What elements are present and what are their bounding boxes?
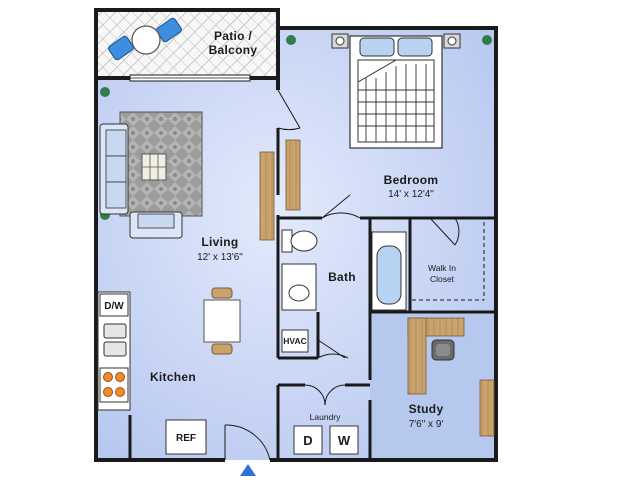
closet-label-line2: Closet — [430, 274, 455, 284]
study-label: Study — [409, 402, 444, 416]
patio-balcony: Patio / Balcony — [94, 8, 280, 80]
laundry-label: Laundry — [310, 412, 341, 422]
dishwasher-label: D/W — [104, 301, 124, 312]
dishwasher: D/W — [99, 293, 129, 317]
doors — [224, 89, 460, 461]
closet-shelving — [412, 222, 485, 301]
bedroom-label: Bedroom — [384, 173, 439, 187]
entry-arrow-icon[interactable] — [240, 464, 256, 476]
bed — [349, 35, 443, 149]
armchair — [129, 211, 183, 239]
refrigerator: REF — [165, 419, 207, 455]
sofa — [99, 123, 129, 215]
exterior-walls — [94, 8, 498, 462]
nightstands — [331, 33, 461, 49]
refrigerator-label: REF — [176, 433, 196, 444]
tv-console — [259, 151, 275, 241]
bedroom-dims: 14' x 12'4" — [388, 189, 434, 200]
closet-label-line1: Walk In — [428, 263, 456, 273]
stove-icon — [99, 367, 129, 403]
bath-label: Bath — [328, 270, 356, 284]
dryer: D — [293, 425, 323, 455]
office-chair-icon — [431, 339, 455, 361]
coffee-table — [141, 153, 167, 181]
interior-walls — [128, 128, 496, 460]
toilet-icon — [281, 229, 318, 253]
patio-sliding-door — [129, 74, 251, 82]
study-shelf — [479, 379, 495, 437]
vanity-sink-icon — [281, 263, 317, 311]
study-dims: 7'6" x 9' — [409, 419, 444, 430]
study-desk — [407, 317, 465, 395]
living-dims: 12' x 13'6" — [197, 252, 243, 263]
patio-table-set — [108, 17, 182, 61]
living-label: Living — [201, 235, 238, 249]
patio-label-line2: Balcony — [209, 43, 258, 57]
washer: W — [329, 425, 359, 455]
dining-set — [203, 287, 241, 355]
washer-label: W — [338, 433, 351, 448]
hvac-label: HVAC — [283, 336, 306, 346]
patio-label-line1: Patio / — [214, 29, 252, 43]
kitchen-label: Kitchen — [150, 370, 196, 384]
bathtub-icon — [371, 231, 407, 311]
dryer-label: D — [303, 433, 312, 448]
sink-icon — [103, 323, 127, 357]
hvac-unit: HVAC — [281, 329, 309, 353]
bedroom-dresser — [285, 139, 301, 211]
